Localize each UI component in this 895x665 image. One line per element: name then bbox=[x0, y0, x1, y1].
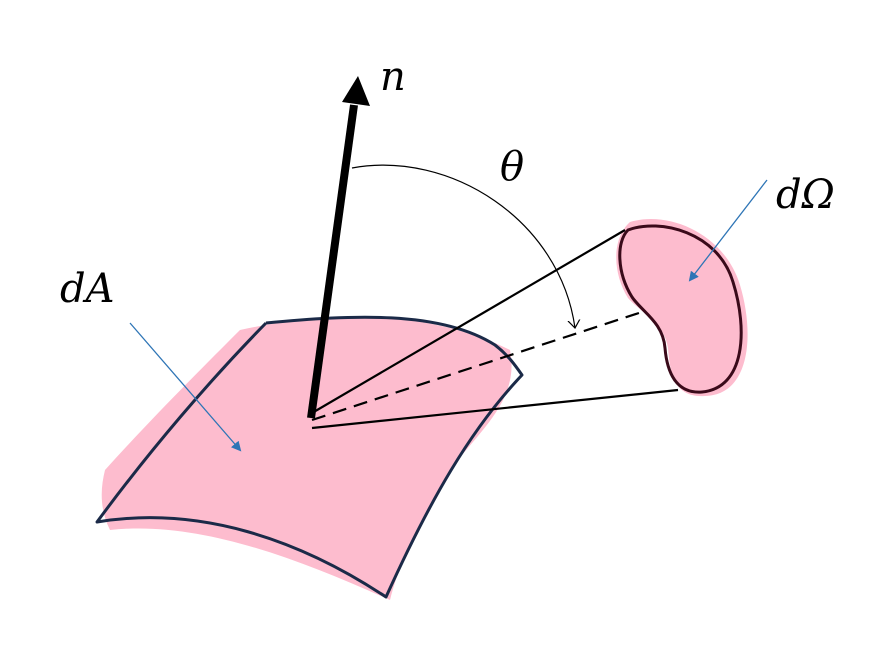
area-label: dA bbox=[60, 266, 115, 312]
solid-angle-blob-fill bbox=[616, 219, 748, 397]
area-pointer-arrow bbox=[129, 322, 242, 452]
normal-label: n bbox=[380, 54, 406, 100]
area-patch-outline bbox=[95, 315, 524, 599]
normal-vector-arrowhead bbox=[342, 76, 370, 106]
cone-center-dashed-line bbox=[311, 310, 643, 422]
angle-arc bbox=[351, 164, 575, 328]
area-patch-fill bbox=[101, 316, 512, 600]
solid-angle-label: dΩ bbox=[776, 172, 835, 218]
normal-vector-shaft bbox=[307, 104, 358, 419]
solid-angle-pointer-arrow bbox=[688, 179, 768, 282]
cone-lower-line bbox=[311, 388, 679, 430]
angle-label: θ bbox=[500, 144, 524, 190]
cone-upper-line bbox=[311, 229, 626, 414]
